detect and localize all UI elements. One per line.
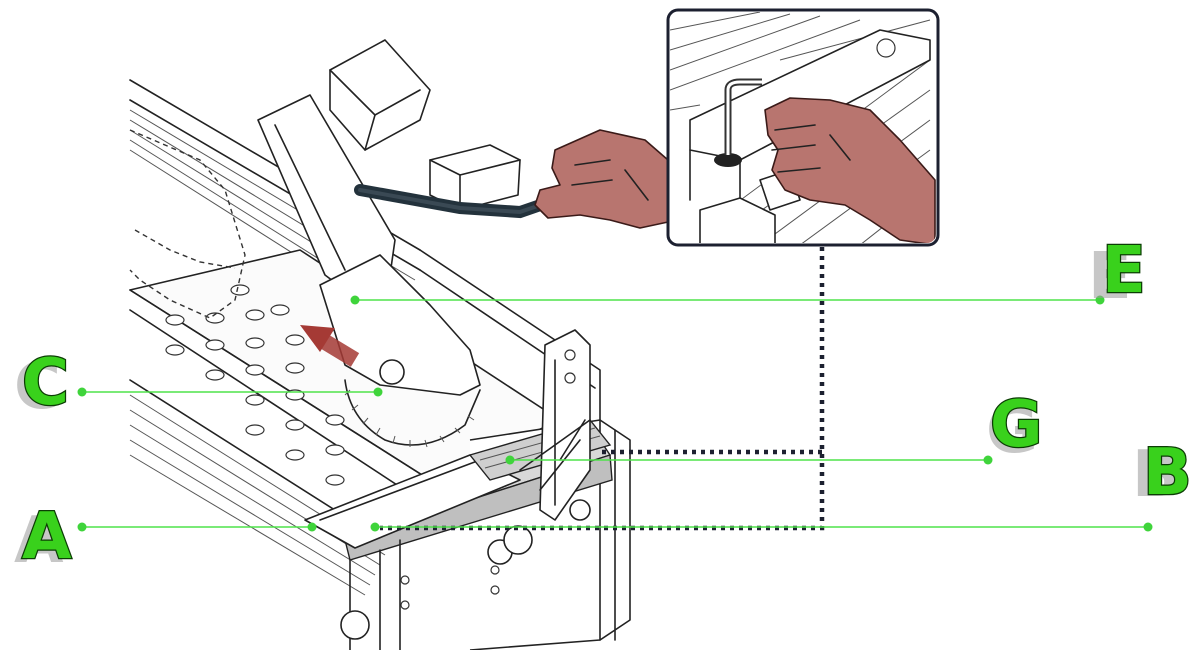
svg-text:G: G: [986, 394, 1039, 468]
label-b: B: [1143, 436, 1192, 510]
svg-text:A: A: [14, 504, 64, 578]
hand-icon: [534, 129, 669, 229]
label-a: A: [22, 500, 72, 574]
hex-key-icon: [724, 78, 762, 155]
dotted-callout-line: [380, 247, 825, 531]
motion-arrow-icon: [300, 325, 360, 367]
saw-illustration: [129, 39, 669, 650]
svg-text:E: E: [1088, 240, 1132, 314]
svg-text:B: B: [1132, 438, 1181, 512]
label-e: E: [1102, 234, 1146, 308]
svg-text:C: C: [14, 350, 61, 424]
label-g: G: [990, 388, 1043, 462]
leader-lines: [77, 295, 1153, 532]
part-labels: E C G B A E C G B A: [14, 233, 1193, 578]
label-c: C: [22, 346, 69, 420]
inset-detail: [666, 8, 940, 247]
